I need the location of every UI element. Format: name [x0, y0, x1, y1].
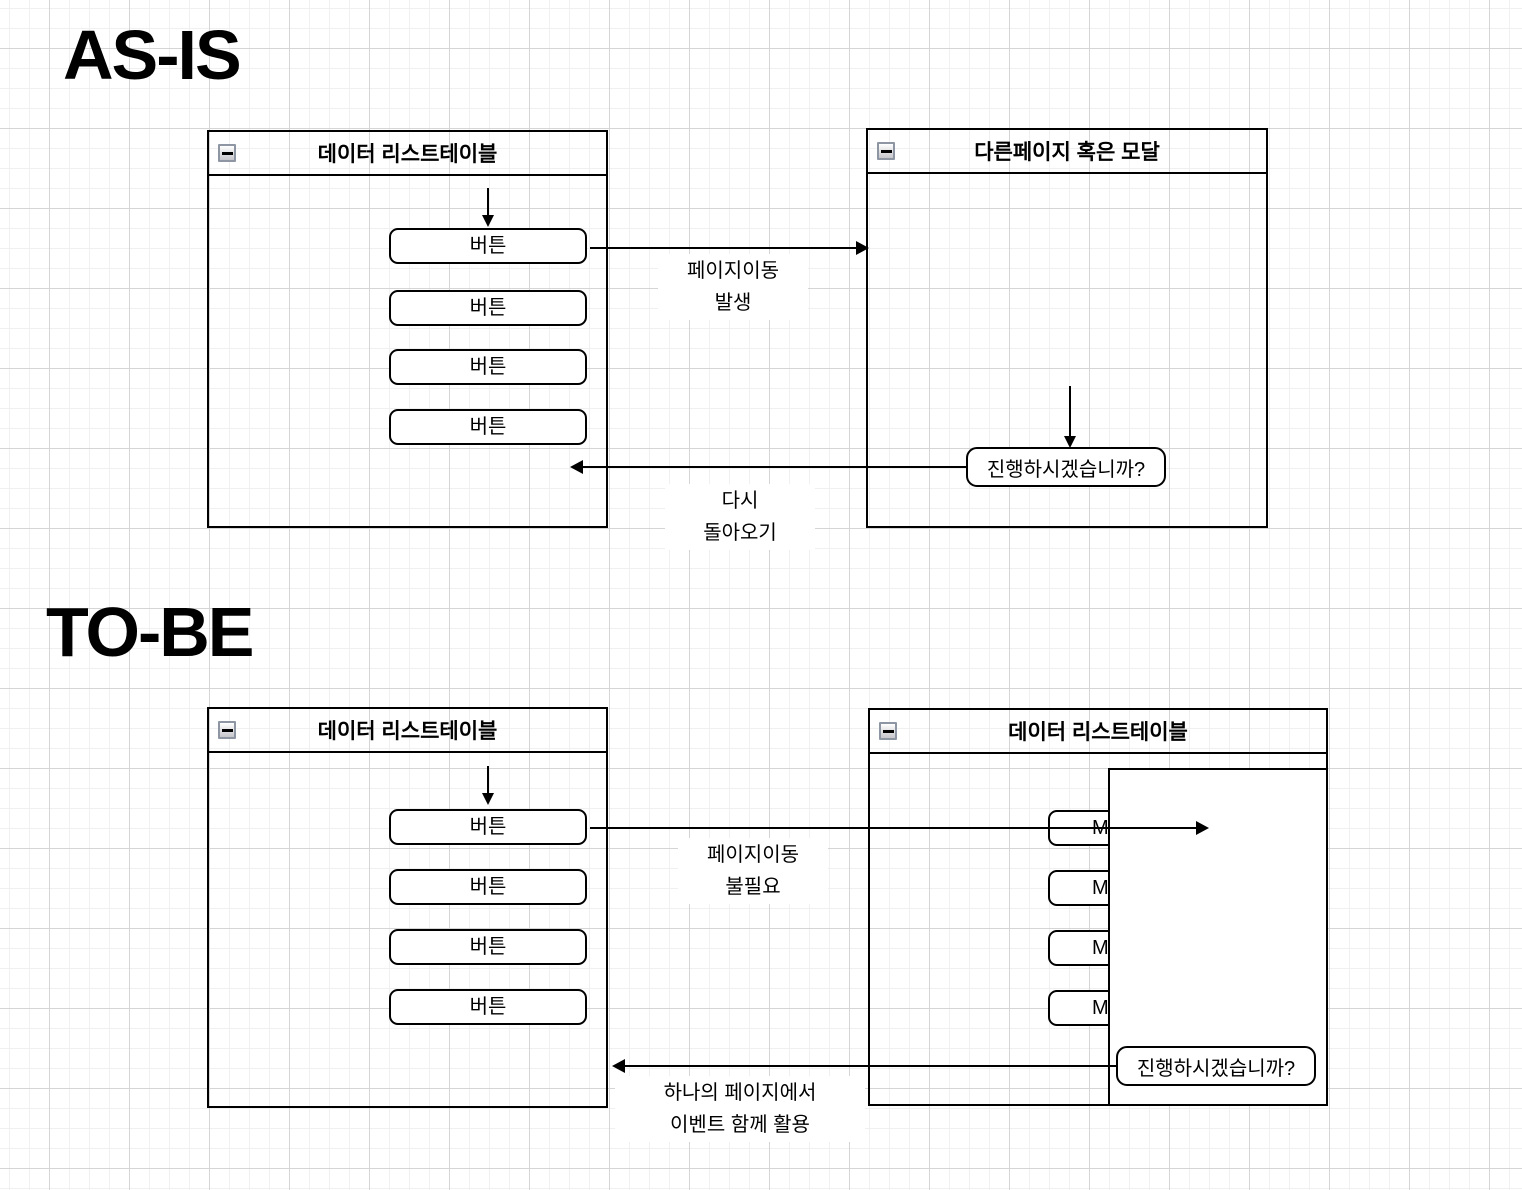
- to-be-source-window[interactable]: 데이터 리스트테이블 버튼 버튼 버튼 버튼: [207, 707, 608, 1108]
- minimize-icon[interactable]: [879, 722, 897, 740]
- label-line: 돌아오기: [703, 522, 777, 544]
- list-action-button[interactable]: 버튼: [389, 349, 587, 385]
- window-title: 다른페이지 혹은 모달: [974, 141, 1160, 164]
- click-arrow-head: [482, 793, 494, 805]
- return-arrow-line: [582, 466, 967, 468]
- window-title: 데이터 리스트테이블: [317, 720, 498, 743]
- minus-glyph: [880, 149, 892, 153]
- label-line: 페이지이동: [687, 260, 779, 282]
- click-arrow-line: [487, 188, 489, 216]
- to-be-target-window[interactable]: 데이터 리스트테이블 M M M M: [868, 708, 1328, 1106]
- list-action-button[interactable]: 버튼: [389, 290, 587, 326]
- label-line: 불필요: [725, 876, 781, 898]
- click-arrow-head: [482, 215, 494, 227]
- minus-glyph: [221, 728, 233, 732]
- minus-glyph: [882, 729, 894, 733]
- label-line: 발생: [714, 292, 752, 314]
- dialog-arrow-head: [1064, 436, 1076, 448]
- page-move-arrow-line: [590, 247, 856, 249]
- heading-to-be: TO-BE: [46, 593, 254, 671]
- as-is-source-window[interactable]: 데이터 리스트테이블 버튼 버튼 버튼 버튼: [207, 130, 608, 528]
- to-be-target-titlebar: 데이터 리스트테이블: [870, 710, 1326, 754]
- to-be-source-titlebar: 데이터 리스트테이블: [209, 709, 606, 753]
- as-is-source-titlebar: 데이터 리스트테이블: [209, 132, 606, 176]
- minimize-icon[interactable]: [218, 721, 236, 739]
- no-page-move-arrow-line: [590, 827, 1196, 829]
- click-arrow-line: [487, 766, 489, 794]
- return-label: 다시 돌아오기: [665, 484, 815, 550]
- dialog-arrow-line: [1069, 386, 1071, 436]
- list-action-button[interactable]: 버튼: [389, 869, 587, 905]
- minimize-icon[interactable]: [877, 142, 895, 160]
- list-action-button[interactable]: 버튼: [389, 409, 587, 445]
- no-page-move-arrow-head: [1196, 821, 1209, 835]
- list-action-button[interactable]: 버튼: [389, 929, 587, 965]
- label-line: 다시: [721, 490, 759, 512]
- as-is-target-window[interactable]: 다른페이지 혹은 모달: [866, 128, 1268, 528]
- as-is-target-titlebar: 다른페이지 혹은 모달: [868, 130, 1266, 174]
- list-action-button[interactable]: 버튼: [389, 228, 587, 264]
- label-line: 이벤트 함께 활용: [670, 1114, 810, 1136]
- same-page-label: 하나의 페이지에서 이벤트 함께 활용: [615, 1076, 865, 1142]
- page-move-arrow-head: [856, 241, 869, 255]
- confirm-dialog[interactable]: 진행하시겠습니까?: [1116, 1046, 1316, 1086]
- heading-as-is: AS-IS: [63, 16, 242, 94]
- window-title: 데이터 리스트테이블: [317, 143, 498, 166]
- minus-glyph: [221, 151, 233, 155]
- page-move-label: 페이지이동 발생: [658, 254, 808, 320]
- no-page-move-label: 페이지이동 불필요: [678, 838, 828, 904]
- list-action-button[interactable]: 버튼: [389, 809, 587, 845]
- same-page-arrow-head: [612, 1059, 625, 1073]
- minimize-icon[interactable]: [218, 144, 236, 162]
- label-line: 페이지이동: [707, 844, 799, 866]
- list-action-button[interactable]: 버튼: [389, 989, 587, 1025]
- window-title: 데이터 리스트테이블: [1008, 721, 1188, 744]
- return-arrow-head: [570, 460, 583, 474]
- confirm-dialog[interactable]: 진행하시겠습니까?: [966, 447, 1166, 487]
- label-line: 하나의 페이지에서: [663, 1082, 817, 1104]
- same-page-arrow-line: [624, 1065, 1117, 1067]
